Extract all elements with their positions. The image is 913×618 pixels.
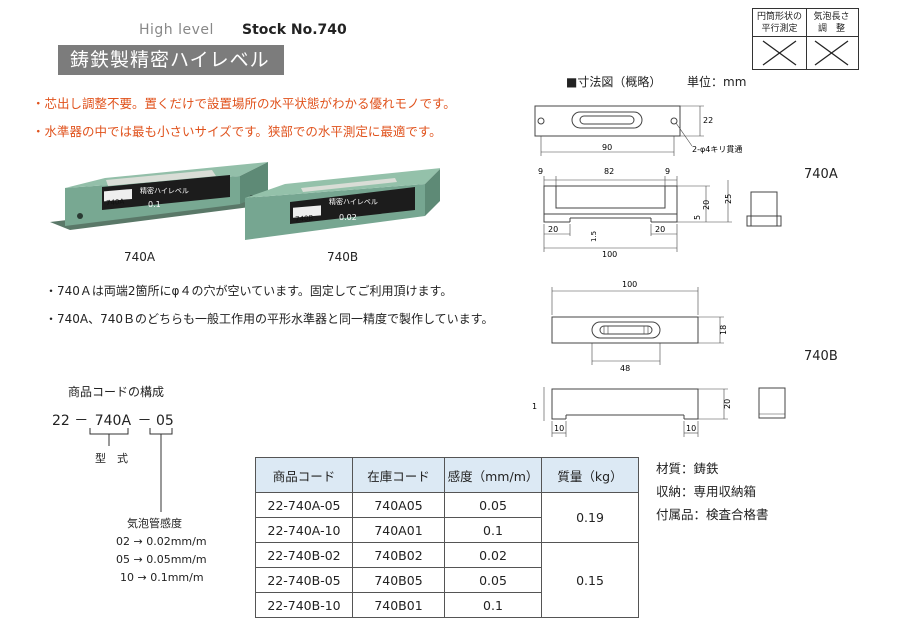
- table-row: 22-740A-05 740A05 0.05 0.19: [255, 492, 639, 543]
- table-header-mass: 質量（kg）: [541, 457, 639, 493]
- dim-100: 100: [602, 250, 617, 259]
- dim-1: 1: [532, 402, 537, 411]
- drawing-label-740b: 740B: [804, 349, 838, 364]
- drawing-header: ■寸法図（概略）: [566, 75, 662, 89]
- table-header-code: 商品コード: [255, 457, 353, 493]
- cell-sensitivity: 0.02: [444, 542, 542, 568]
- symbol-label-line1: 気泡長さ: [813, 12, 850, 22]
- dimension-drawing-740a: 22 90 2‐φ4キリ貫通 9 82 9 5 20 25 20 20 1.5 …: [534, 105, 742, 259]
- note-line-2: ・740A、740Ｂのどちらも一般工作用の平形水準器と同一精度で製作しています。: [45, 312, 494, 326]
- symbol-box-cylinder-parallel: 円筒形状の平行測定: [752, 8, 807, 70]
- material-text: 材質：鋳鉄: [656, 461, 719, 476]
- feature-line-2: ・水準器の中では最も小さいサイズです。狭部での水平測定に最適です。: [32, 124, 442, 139]
- accessory-text: 付属品：検査合格書: [656, 507, 769, 522]
- cell-mass-740a: 0.19: [541, 492, 639, 543]
- photo-caption-740a: 740A: [124, 250, 156, 264]
- sensitivity-item: 02 → 0.02mm/m: [116, 535, 207, 548]
- code-part-prefix: 22: [52, 413, 70, 429]
- cell-sensitivity: 0.1: [444, 517, 542, 543]
- dim-20: 20: [723, 399, 732, 409]
- cell-stock: 740B01: [352, 592, 445, 618]
- symbol-box-bubble-adjust: 気泡長さ調 整: [805, 8, 859, 70]
- code-dash: －: [74, 413, 89, 429]
- dim-9-left: 9: [538, 167, 543, 176]
- plate-value: 0.02: [339, 213, 357, 222]
- cell-stock: 740B05: [352, 567, 445, 593]
- cell-sensitivity: 0.1: [444, 592, 542, 618]
- code-structure-heading: 商品コードの構成: [68, 385, 165, 399]
- dim-10-right: 10: [686, 424, 696, 433]
- cell-stock: 740B02: [352, 542, 445, 568]
- plate-value: 0.1: [148, 200, 161, 209]
- sensitivity-label: 気泡管感度: [127, 517, 182, 530]
- cell-stock: 740A05: [352, 492, 445, 518]
- cell-code: 22-740A-05: [255, 492, 353, 518]
- stock-number: Stock No.740: [242, 22, 347, 38]
- type-label: 型 式: [95, 452, 128, 465]
- dim-82: 82: [604, 167, 614, 176]
- high-level-label: High level: [139, 22, 214, 38]
- code-part-sensitivity: 05: [155, 413, 174, 429]
- sensitivity-item: 10 → 0.1mm/m: [120, 571, 204, 584]
- dim-25: 25: [724, 194, 733, 204]
- sensitivity-item: 05 → 0.05mm/m: [116, 553, 207, 566]
- code-dash: －: [137, 413, 152, 429]
- cell-sensitivity: 0.05: [444, 567, 542, 593]
- dimension-drawing-740b: 100 18 48 1 20 10 10: [532, 280, 732, 437]
- drawing-label-740a: 740A: [804, 167, 838, 182]
- plate-model: 740B: [295, 213, 313, 224]
- dim-9-right: 9: [665, 167, 670, 176]
- dim-22: 22: [703, 116, 713, 125]
- cell-mass-740b: 0.15: [541, 542, 639, 618]
- plate-name: 精密ハイレベル: [329, 197, 378, 206]
- plate-model: 740A: [106, 197, 124, 208]
- cross-mark-icon: [805, 37, 858, 69]
- table-header-stock: 在庫コード: [352, 457, 445, 493]
- dim-90: 90: [602, 143, 612, 152]
- cell-code: 22-740B-02: [255, 542, 353, 568]
- photo-caption-740b: 740B: [327, 250, 359, 264]
- dim-1-5: 1.5: [590, 231, 598, 242]
- level-740a-photo: 精密ハイレベル 740A 0.1: [50, 162, 268, 230]
- dim-20-vertical: 20: [702, 200, 711, 210]
- table-row: 22-740B-02 740B02 0.02 0.15: [255, 542, 639, 618]
- dim-100: 100: [622, 280, 637, 289]
- dim-18: 18: [719, 325, 728, 335]
- dim-20-right: 20: [655, 225, 665, 234]
- table-header-sensitivity: 感度（mm/m）: [444, 457, 542, 493]
- cross-mark-icon: [753, 37, 806, 69]
- code-structure: 22 － 740A － 05: [52, 410, 174, 430]
- cell-stock: 740A01: [352, 517, 445, 543]
- drawing-unit: 単位：mm: [687, 75, 747, 89]
- code-part-model: 740A: [94, 413, 132, 429]
- spec-table: 商品コード 在庫コード 感度（mm/m） 質量（kg） 22-740A-05 7…: [255, 457, 639, 618]
- cell-code: 22-740A-10: [255, 517, 353, 543]
- cell-sensitivity: 0.05: [444, 492, 542, 518]
- symbol-label-line2: 調 整: [817, 24, 845, 34]
- symbol-label-line1: 円筒形状の: [756, 12, 802, 22]
- feature-line-1: ・芯出し調整不要。置くだけで設置場所の水平状態がわかる優れモノです。: [32, 96, 456, 111]
- dim-48: 48: [620, 364, 630, 373]
- storage-text: 収納：専用収納箱: [656, 484, 757, 499]
- side-view-740b: [758, 387, 786, 419]
- note-line-1: ・740Ａは両端2箇所にφ４の穴が空いています。固定してご利用頂けます。: [45, 284, 453, 298]
- side-view-740a: [746, 191, 782, 227]
- code-bracket-lines: [89, 428, 173, 512]
- cell-code: 22-740B-05: [255, 567, 353, 593]
- cell-code: 22-740B-10: [255, 592, 353, 618]
- table-row: 22-740B-10 740B01 0.1: [255, 592, 639, 618]
- dim-20-left: 20: [548, 225, 558, 234]
- plate-name: 精密ハイレベル: [140, 186, 189, 195]
- symbol-label-line2: 平行測定: [761, 24, 798, 34]
- dim-10-left: 10: [554, 424, 564, 433]
- hole-note: 2‐φ4キリ貫通: [692, 144, 742, 154]
- dim-5: 5: [693, 215, 702, 220]
- product-photos: 精密ハイレベル 740A 0.1 精密ハイレベル 740B 0.02: [50, 162, 440, 240]
- page-title: 鋳鉄製精密ハイレベル: [58, 45, 284, 75]
- level-740b-photo: 精密ハイレベル 740B 0.02: [245, 168, 440, 240]
